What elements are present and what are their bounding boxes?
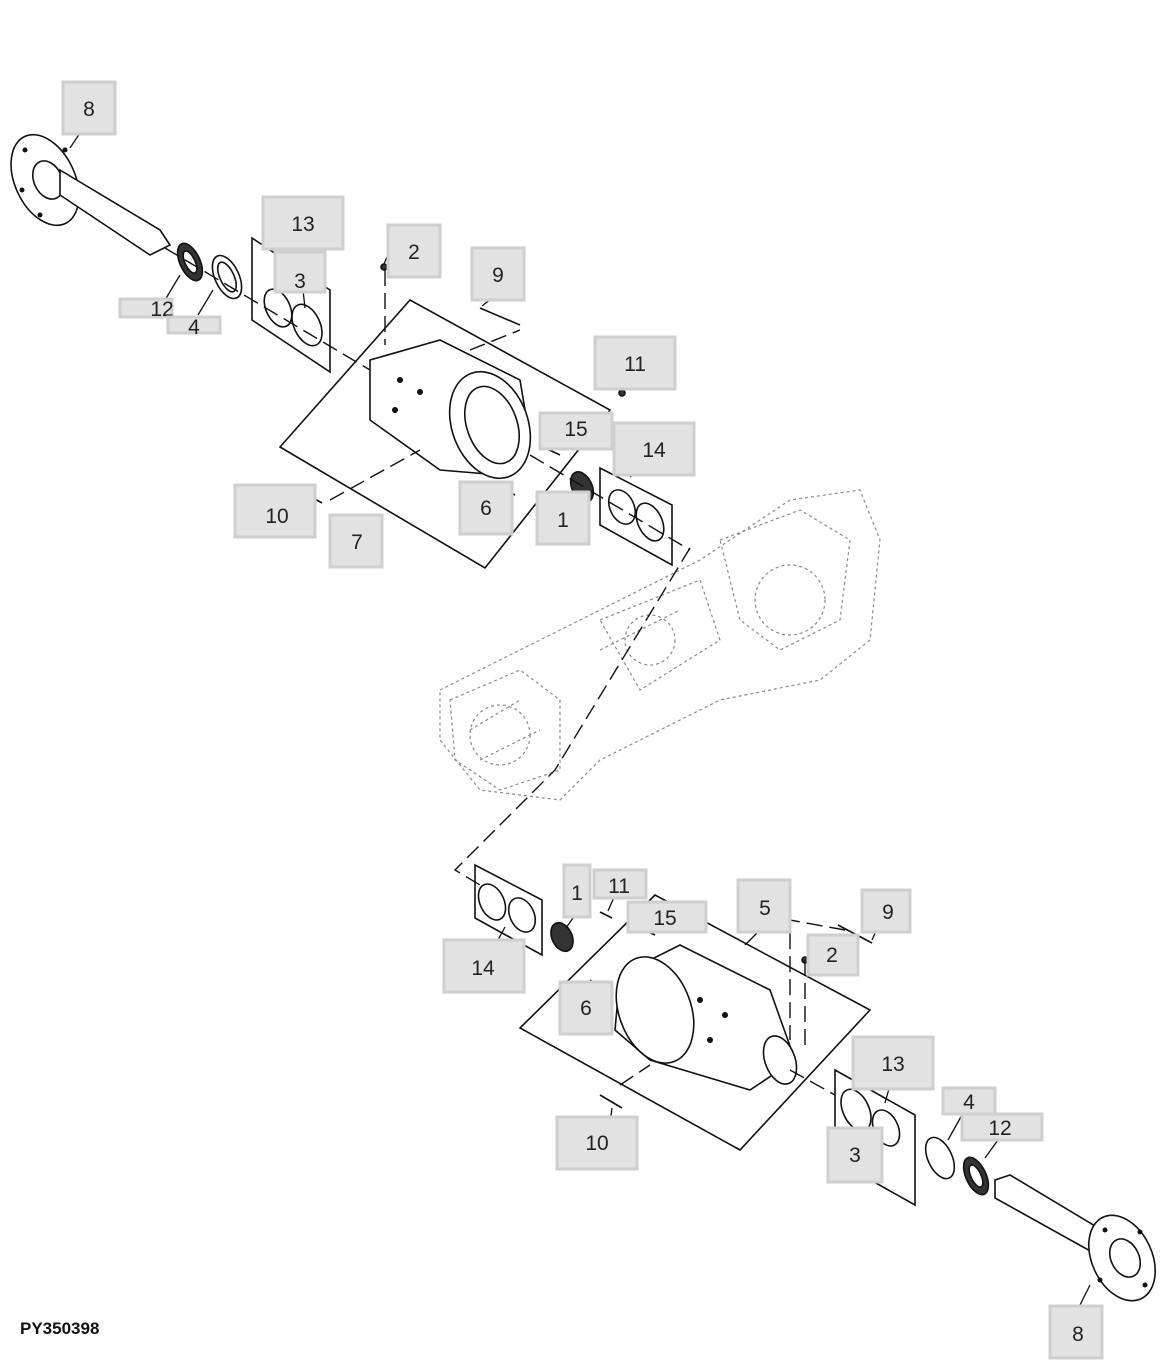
plug-11-bottom [599,911,613,919]
svg-text:11: 11 [608,875,630,898]
differential-housing-top [369,339,532,480]
plug-2-top [380,263,388,271]
svg-text:14: 14 [642,439,666,462]
svg-text:9: 9 [882,901,894,924]
svg-text:8: 8 [83,98,95,121]
svg-text:15: 15 [564,418,587,441]
callout-11-bottom: 11 [592,868,648,900]
callout-2-top: 2 [386,223,442,279]
plug-11-top [618,389,626,397]
callout-15-bottom: 15 [626,900,708,934]
svg-text:10: 10 [585,1132,608,1155]
svg-text:1: 1 [557,509,569,532]
housing-frame-top [278,298,612,570]
callout-7-top: 7 [328,513,384,569]
svg-text:11: 11 [624,353,646,376]
callout-9-bottom: 9 [860,888,912,934]
callout-2-bottom: 2 [806,933,860,977]
axle-shaft-bottom [994,1174,1156,1302]
svg-text:1: 1 [571,882,583,905]
differential-housing-bottom [614,944,798,1091]
callout-14-top: 14 [612,421,696,477]
callout-12-top: 12 [118,297,174,321]
ring-4-bottom [924,1136,956,1180]
seal-1-bottom [550,921,574,953]
bolt-9-top [479,307,521,326]
svg-text:7: 7 [351,531,363,554]
callout-6-top: 6 [458,480,514,536]
svg-text:2: 2 [826,944,838,967]
callout-3-bottom: 3 [826,1126,884,1184]
svg-text:14: 14 [471,957,495,980]
callout-1-top: 1 [535,490,591,546]
callout-9-top: 9 [470,246,526,302]
axle-shaft-top [10,133,172,256]
svg-text:6: 6 [580,997,592,1020]
bolt-10-bottom [599,1094,623,1109]
svg-text:6: 6 [480,497,492,520]
svg-text:2: 2 [408,241,420,264]
callout-13-top: 13 [261,195,345,251]
bearing-frame-14-top [599,466,673,567]
figure-id: PY350398 [20,1319,100,1338]
callout-10-top: 10 [233,483,317,539]
svg-text:3: 3 [849,1144,861,1167]
svg-text:4: 4 [963,1091,975,1114]
svg-text:4: 4 [188,316,200,339]
callout-10-bottom: 10 [555,1115,639,1171]
callout-4-bottom: 4 [941,1086,997,1116]
callout-11-top: 11 [593,335,677,391]
svg-text:12: 12 [988,1117,1011,1140]
svg-text:13: 13 [291,213,314,236]
callout-8-bottom: 8 [1048,1304,1104,1360]
callout-3-top: 3 [273,250,327,294]
svg-text:9: 9 [492,264,504,287]
svg-text:13: 13 [881,1053,904,1076]
bearing-frame-14-bottom [474,863,543,957]
callout-5-bottom: 5 [736,878,792,934]
svg-text:15: 15 [653,907,676,930]
callout-14-bottom: 14 [442,938,526,994]
callout-15-top: 15 [538,411,614,451]
callout-13-bottom: 13 [851,1035,935,1091]
callout-4-top: 4 [166,315,222,339]
callout-1-bottom: 1 [562,863,592,919]
callout-6-bottom: 6 [558,980,614,1036]
svg-text:12: 12 [150,298,173,321]
svg-text:8: 8 [1072,1323,1084,1346]
svg-text:5: 5 [759,897,771,920]
callout-12-bottom: 12 [960,1112,1044,1142]
svg-text:10: 10 [265,505,288,528]
housing-frame-bottom [518,894,872,1152]
svg-text:3: 3 [294,270,306,293]
callout-8-top: 8 [61,80,117,136]
